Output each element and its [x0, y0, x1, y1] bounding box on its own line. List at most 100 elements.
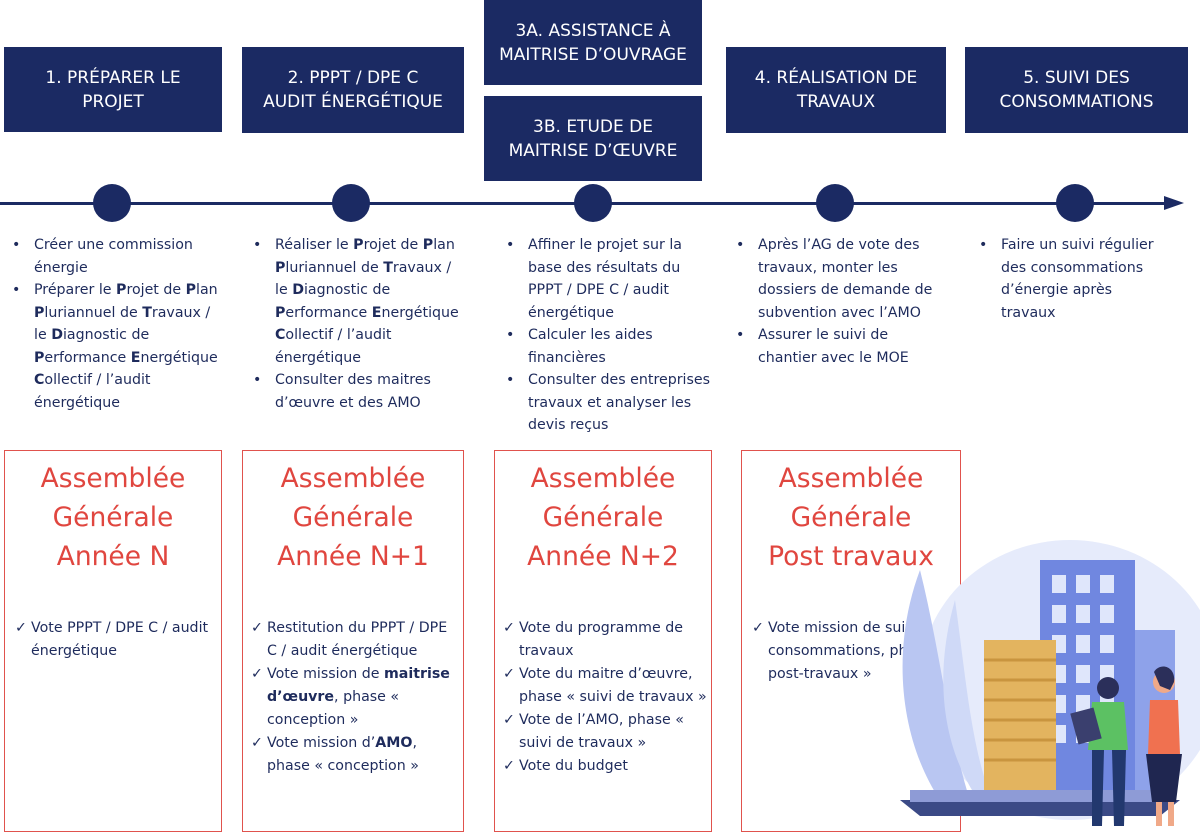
list-item: Vote du maitre d’œuvre, phase « suivi de…: [503, 663, 709, 709]
list-item-text: rojet de: [126, 282, 186, 298]
assembly-votes: Vote mission de suivi des consommations,…: [752, 617, 954, 686]
list-item-text: P: [185, 282, 197, 298]
stage-3b-box: 3B. ETUDE DE MAITRISE D’ŒUVRE: [484, 96, 702, 181]
list-item: Vote mission de suivi des consommations,…: [752, 617, 954, 686]
list-item: Calculer les aides financières: [502, 324, 710, 369]
assembly-box-n1: Assemblée Générale Année N+1 Restitution…: [242, 450, 464, 832]
list-item-text: D: [51, 327, 63, 343]
list-item: Restitution du PPPT / DPE C / audit éner…: [251, 617, 457, 663]
list-item-text: P: [116, 282, 127, 298]
list-item: Vote mission de maitrise d’œuvre, phase …: [251, 663, 457, 732]
assembly-title: Assemblée Générale Année N: [40, 463, 186, 572]
list-item-text: AMO: [375, 735, 413, 751]
list-item: Vote PPPT / DPE C / audit énergétique: [15, 617, 211, 663]
step-3-bullets: Affiner le projet sur la base des résult…: [502, 234, 710, 437]
list-item-text: Assurer le suivi de chantier avec le MOE: [758, 327, 909, 366]
stage-3a-box: 3A. ASSISTANCE À MAITRISE D’OUVRAGE: [484, 0, 702, 85]
list-item: Préparer le Projet de Plan Pluriannuel d…: [8, 279, 222, 414]
list-item-text: lan: [433, 237, 455, 253]
list-item: Après l’AG de vote des travaux, monter l…: [732, 234, 944, 324]
list-item-text: T: [142, 304, 152, 321]
list-item-text: Vote mission de: [267, 666, 384, 682]
list-item-text: Préparer le: [34, 282, 117, 298]
list-item-text: E: [371, 304, 382, 321]
list-item-text: maitrise d’œuvre: [267, 666, 450, 705]
list-item-text: luriannuel de: [44, 304, 143, 321]
list-item-text: Affiner le projet sur la base des résult…: [528, 237, 682, 321]
step-4-bullets: Après l’AG de vote des travaux, monter l…: [732, 234, 944, 369]
list-item: Vote du programme de travaux: [503, 617, 709, 663]
assembly-votes: Vote du programme de travauxVote du mait…: [503, 617, 709, 778]
list-item-text: erformance: [285, 304, 372, 321]
list-item-text: rojet de: [363, 237, 423, 253]
list-item: Faire un suivi régulier des consommation…: [975, 234, 1170, 324]
timeline-dot-1: [93, 184, 131, 222]
assembly-votes: Restitution du PPPT / DPE C / audit éner…: [251, 617, 457, 778]
timeline-dot-3: [574, 184, 612, 222]
timeline-dot-2: [332, 184, 370, 222]
step-1-bullets: Créer une commission énergiePréparer le …: [8, 234, 222, 414]
list-item-text: C: [275, 327, 286, 343]
building-illustration-icon: [900, 540, 1200, 826]
list-item: Affiner le projet sur la base des résult…: [502, 234, 710, 324]
list-item-text: P: [34, 349, 45, 366]
list-item-text: Vote PPPT / DPE C / audit énergétique: [31, 620, 209, 659]
list-item-text: Vote de l’AMO, phase « suivi de travaux …: [519, 712, 684, 751]
list-item-text: nergétique: [140, 349, 218, 366]
stage-4-box: 4. RÉALISATION DE TRAVAUX: [726, 47, 946, 133]
list-item-text: P: [275, 259, 286, 276]
list-item-text: Créer une commission énergie: [34, 237, 193, 276]
assembly-title: Assemblée Générale Post travaux: [768, 463, 934, 572]
list-item-text: Vote du programme de travaux: [519, 620, 683, 659]
list-item-text: Après l’AG de vote des travaux, monter l…: [758, 237, 933, 321]
list-item-text: ollectif / l’audit énergétique: [34, 372, 151, 411]
stage-1-box: 1. PRÉPARER LE PROJET: [4, 47, 222, 132]
step-5-bullets: Faire un suivi régulier des consommation…: [975, 234, 1170, 324]
list-item-text: E: [130, 349, 141, 366]
list-item-text: , phase « conception »: [267, 735, 419, 774]
stage-5-box: 5. SUIVI DES CONSOMMATIONS: [965, 47, 1188, 133]
list-item-text: P: [275, 304, 286, 321]
list-item-text: Vote mission d’: [267, 735, 376, 751]
stage-2-box: 2. PPPT / DPE C AUDIT ÉNERGÉTIQUE: [242, 47, 464, 133]
list-item: Vote du budget: [503, 755, 709, 778]
list-item-text: Vote du maitre d’œuvre, phase « suivi de…: [519, 666, 707, 705]
list-item-text: iagnostic de: [303, 282, 391, 298]
list-item: Vote mission d’AMO, phase « conception »: [251, 732, 457, 778]
timeline-dot-4: [816, 184, 854, 222]
step-2-bullets: Réaliser le Projet de Plan Pluriannuel d…: [249, 234, 464, 414]
list-item-text: iagnostic de: [62, 327, 150, 343]
assembly-box-n: Assemblée Générale Année N Vote PPPT / D…: [4, 450, 222, 832]
list-item-text: Faire un suivi régulier des consommation…: [1001, 237, 1154, 321]
assembly-box-post: Assemblée Générale Post travaux Vote mis…: [741, 450, 961, 832]
list-item-text: ravaux / le: [34, 304, 211, 344]
list-item-text: D: [292, 282, 304, 298]
list-item-text: P: [353, 237, 364, 253]
list-item-text: Vote mission de suivi des consommations,…: [768, 620, 948, 682]
list-item: Consulter des maitres d’œuvre et des AMO: [249, 369, 464, 414]
timeline-arrow-icon: [1164, 196, 1184, 210]
list-item: Assurer le suivi de chantier avec le MOE: [732, 324, 944, 369]
list-item-text: Restitution du PPPT / DPE C / audit éner…: [267, 620, 448, 659]
list-item-text: T: [383, 259, 393, 276]
list-item-text: lan: [196, 282, 218, 298]
list-item-text: Vote du budget: [519, 758, 628, 774]
assembly-box-n2: Assemblée Générale Année N+2 Vote du pro…: [494, 450, 712, 832]
list-item-text: P: [422, 237, 434, 253]
list-item-text: C: [34, 372, 45, 388]
list-item-text: erformance: [44, 349, 131, 366]
list-item: Vote de l’AMO, phase « suivi de travaux …: [503, 709, 709, 755]
assembly-title: Assemblée Générale Année N+1: [277, 463, 429, 572]
assembly-votes: Vote PPPT / DPE C / audit énergétique: [15, 617, 211, 663]
list-item: Créer une commission énergie: [8, 234, 222, 279]
list-item-text: ravaux / le: [275, 259, 452, 299]
assembly-title: Assemblée Générale Année N+2: [527, 463, 679, 572]
list-item: Consulter des entreprises travaux et ana…: [502, 369, 710, 437]
list-item-text: ollectif / l’audit énergétique: [275, 327, 392, 366]
list-item-text: P: [34, 304, 45, 321]
list-item-text: Réaliser le: [275, 237, 354, 253]
list-item-text: Consulter des entreprises travaux et ana…: [528, 372, 710, 433]
list-item-text: , phase « conception »: [267, 689, 400, 728]
list-item-text: nergétique: [381, 304, 459, 321]
list-item-text: luriannuel de: [285, 259, 384, 276]
